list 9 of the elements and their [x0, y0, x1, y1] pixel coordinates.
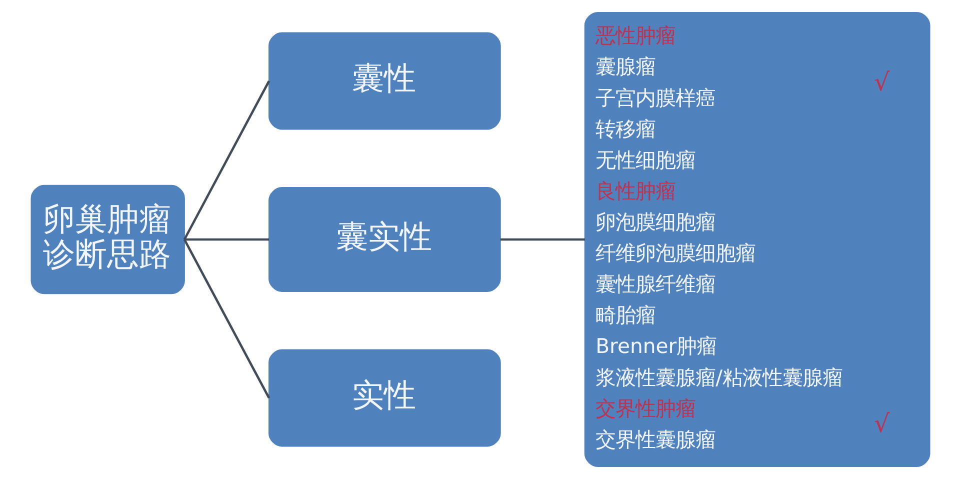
connector [182, 238, 270, 399]
node-box: 恶性肿瘤 囊腺瘤 √ 子宫内膜样癌 转移瘤 无性细胞瘤 良性肿瘤 卵泡膜细胞瘤 纤维卵泡膜细胞瘤 囊性腺纤维瘤 畸胎瘤 Brenner肿瘤 浆液性囊腺瘤/粘液性囊腺瘤 交界性肿瘤 √ 交界性囊腺瘤 [584, 12, 930, 468]
connector [184, 238, 268, 241]
node-box: 卵巢肿瘤诊断思路 [30, 184, 184, 294]
node-box: 实性 [268, 349, 500, 447]
connector [500, 238, 584, 241]
connector [182, 80, 270, 240]
node-box: 囊性 [268, 32, 500, 130]
node-box: 囊实性 [268, 187, 500, 292]
